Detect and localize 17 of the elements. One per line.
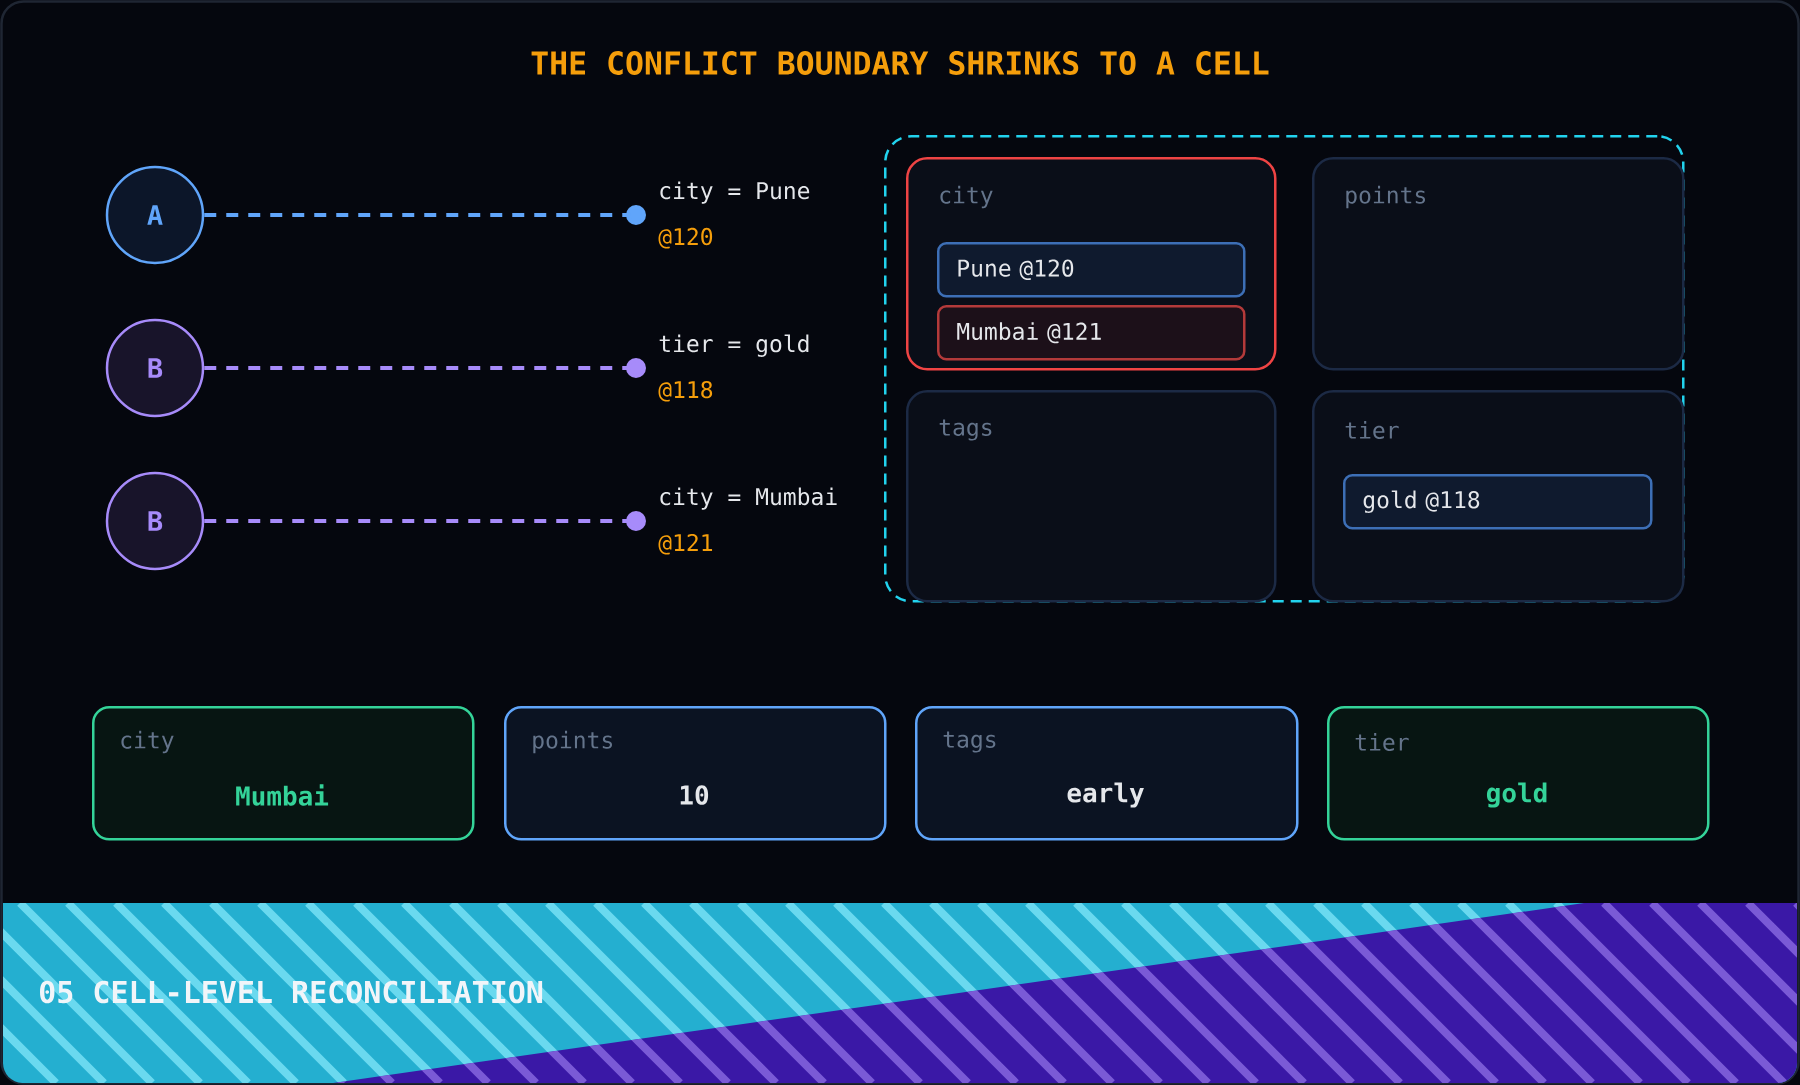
value-label: city = Pune @120 xyxy=(658,181,810,249)
value-chip: Mumbai @121 xyxy=(937,305,1246,361)
result-card: points 10 xyxy=(504,706,887,841)
field-cell: points xyxy=(1312,157,1685,371)
value-chip: gold @118 xyxy=(1343,474,1653,530)
result-card: tier gold xyxy=(1327,706,1710,841)
value-label: city = Mumbai @121 xyxy=(658,487,837,555)
value-label: tier = gold @118 xyxy=(658,334,809,402)
footer-band: 05 CELL-LEVEL RECONCILIATION xyxy=(3,903,1797,1083)
value-chip: Pune @120 xyxy=(937,242,1246,298)
dashed-connector xyxy=(204,511,646,531)
result-card: tags early xyxy=(915,706,1299,841)
dashed-connector xyxy=(204,358,646,378)
title: THE CONFLICT BOUNDARY SHRINKS TO A CELL xyxy=(531,51,1269,75)
result-card: city Mumbai xyxy=(92,706,475,841)
dashed-connector xyxy=(204,205,646,225)
field-cell: tags xyxy=(906,390,1277,603)
